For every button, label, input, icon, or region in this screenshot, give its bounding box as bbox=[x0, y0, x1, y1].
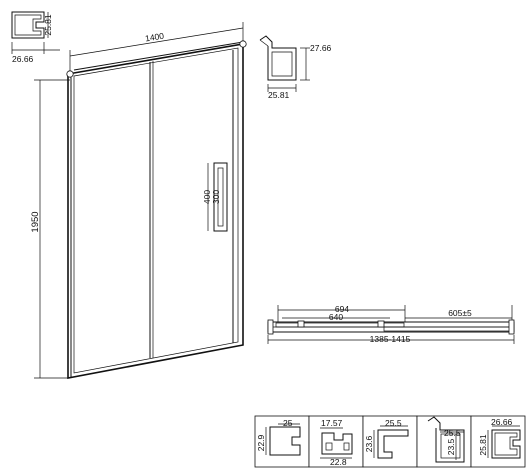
profile-box-1: 25 22.9 bbox=[254, 415, 310, 468]
profile-4-width: 25.5 bbox=[444, 428, 461, 438]
profile-top-right-height: 27.66 bbox=[310, 43, 332, 53]
plan-view: 694 640 605±5 1385-1415 bbox=[267, 304, 515, 344]
profile-top-right: 27.66 25.81 bbox=[259, 35, 332, 100]
side-gap-label: 605±5 bbox=[448, 308, 472, 318]
overall-height-label: 1950 bbox=[30, 211, 41, 232]
profile-box-2: 17.57 22.8 bbox=[308, 415, 364, 468]
overall-width-label: 1400 bbox=[144, 31, 165, 44]
handle-length-300: 300 bbox=[211, 190, 221, 204]
profile-1-width: 25 bbox=[283, 418, 293, 428]
profile-top-left-width: 26.66 bbox=[12, 54, 34, 64]
profile-2-bottom: 22.8 bbox=[330, 457, 347, 467]
profile-2-top: 17.57 bbox=[321, 418, 343, 428]
door-handle: 400 300 bbox=[202, 162, 228, 232]
profile-box-4: 25.5 23.5 bbox=[416, 415, 472, 468]
adjust-range-label: 1385-1415 bbox=[370, 334, 411, 344]
handle-length-400: 400 bbox=[202, 190, 212, 204]
panel-width-label: 640 bbox=[329, 312, 343, 322]
profile-3-height: 23.6 bbox=[364, 435, 374, 452]
profile-5-width: 26.66 bbox=[491, 417, 513, 427]
roller-left-icon bbox=[66, 70, 74, 78]
profile-3-width: 25.5 bbox=[385, 418, 402, 428]
profile-box-5: 26.66 25.81 bbox=[470, 415, 526, 468]
profile-5-height: 25.81 bbox=[478, 434, 488, 456]
profile-box-3: 25.5 23.6 bbox=[362, 415, 418, 468]
overall-height-dimension: 1950 bbox=[30, 79, 70, 379]
rail-opening-label: 694 bbox=[335, 304, 349, 314]
profile-1-height: 22.9 bbox=[256, 434, 266, 451]
profile-top-right-width: 25.81 bbox=[268, 90, 290, 100]
profile-top-left: 26.66 25.81 bbox=[11, 11, 60, 64]
roller-right-icon bbox=[239, 40, 247, 48]
profile-4-height: 23.5 bbox=[446, 438, 456, 455]
profile-top-left-height: 25.81 bbox=[43, 14, 53, 36]
profile-strip: 25 22.9 17.57 22.8 25.5 23.6 bbox=[254, 415, 526, 468]
shower-door bbox=[66, 40, 247, 379]
overall-width-dimension: 1400 bbox=[69, 22, 244, 74]
